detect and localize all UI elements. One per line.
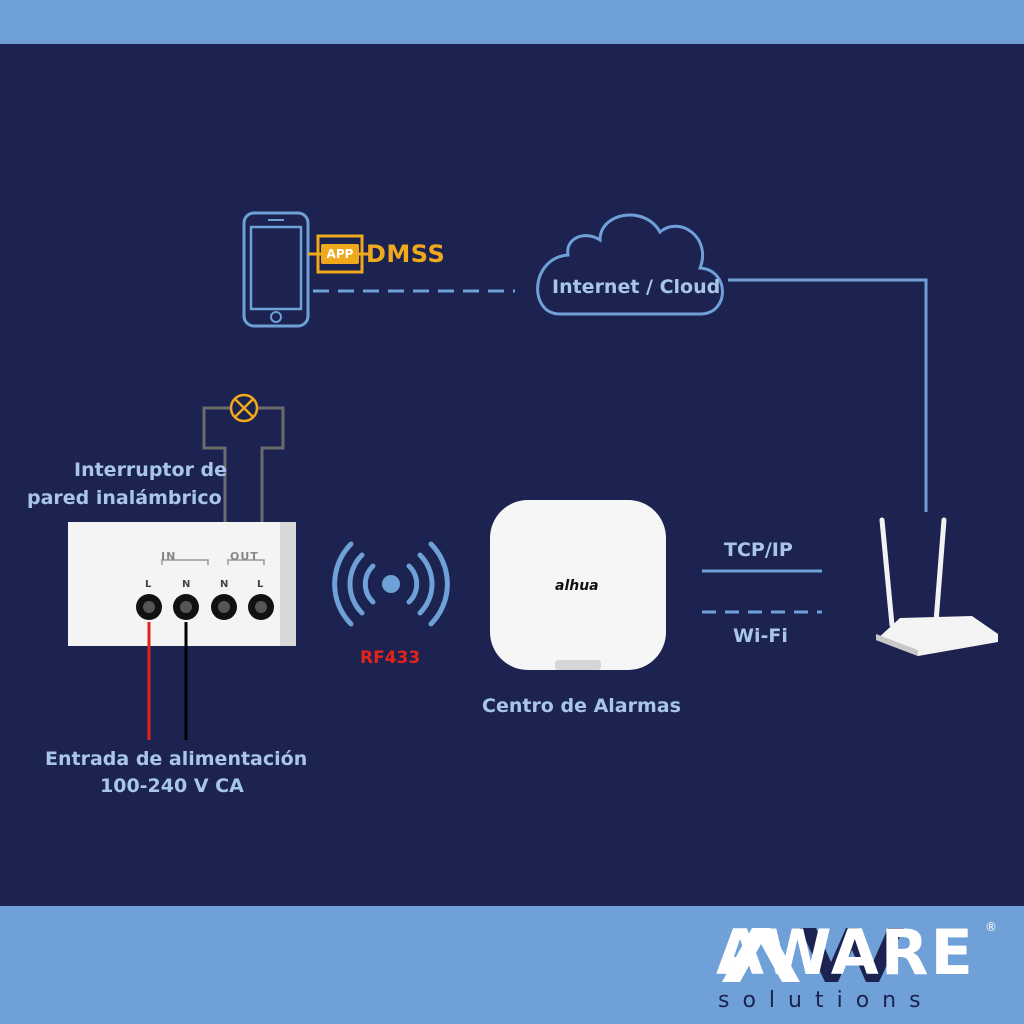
hub-brand-label: alhua bbox=[555, 578, 599, 594]
in-label: IN bbox=[161, 550, 177, 563]
terminal-l-in: L bbox=[145, 579, 152, 590]
alarm-center-label: Centro de Alarmas bbox=[482, 695, 681, 717]
wifi-label: Wi-Fi bbox=[733, 625, 788, 647]
aware-logo-text: AWARE bbox=[716, 916, 975, 989]
bottom-band bbox=[0, 906, 1024, 1024]
aware-logo-subtitle: solutions bbox=[718, 988, 934, 1013]
alarm-hub-icon bbox=[490, 500, 666, 670]
aware-logo-mark bbox=[722, 928, 904, 982]
terminal-n-in: N bbox=[182, 579, 191, 590]
top-band bbox=[0, 0, 1024, 44]
switch-label-line2: pared inalámbrico bbox=[27, 487, 222, 509]
cloud-label: Internet / Cloud bbox=[552, 276, 721, 298]
aware-logo-word: AWARE bbox=[716, 918, 996, 988]
power-label-line2: 100-240 V CA bbox=[100, 775, 244, 797]
tcpip-label: TCP/IP bbox=[724, 539, 793, 561]
smartphone-icon bbox=[242, 211, 310, 328]
wireless-signal-icon bbox=[332, 541, 450, 627]
wall-switch-icon bbox=[68, 522, 296, 646]
router-icon bbox=[876, 517, 998, 656]
cloud-icon bbox=[536, 213, 724, 316]
terminal-l-out: L bbox=[257, 579, 264, 590]
lamp-icon bbox=[202, 393, 285, 538]
registered-mark: ® bbox=[985, 920, 997, 934]
terminal-n-out: N bbox=[220, 579, 229, 590]
cloud-router-link bbox=[728, 278, 928, 512]
rf433-label: RF433 bbox=[360, 648, 421, 668]
switch-label-line1: Interruptor de bbox=[74, 459, 228, 481]
power-label-line1: Entrada de alimentación bbox=[45, 748, 308, 770]
dmss-label: DMSS bbox=[366, 240, 446, 268]
main-panel bbox=[0, 44, 1024, 906]
app-badge: APP bbox=[321, 244, 359, 264]
out-label: OUT bbox=[230, 550, 259, 563]
app-badge-frame bbox=[316, 234, 364, 274]
